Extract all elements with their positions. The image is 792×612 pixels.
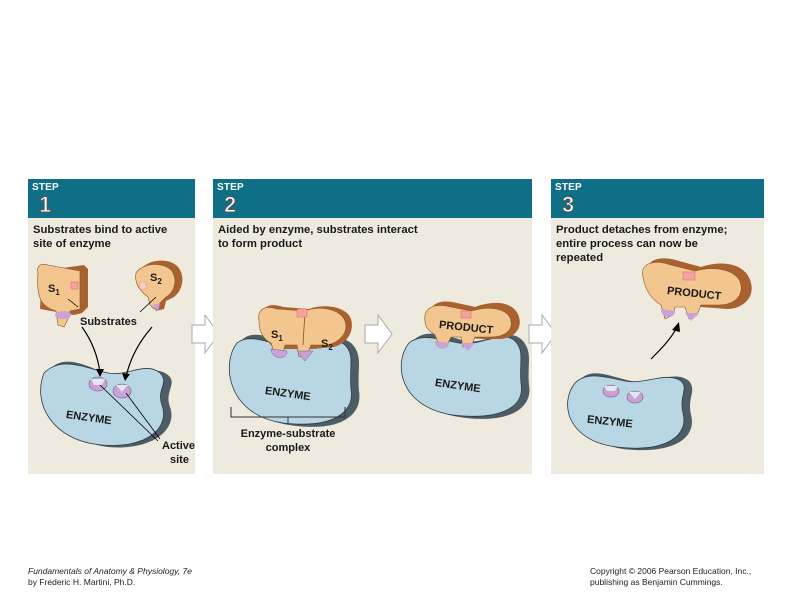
- active-site-2: [626, 390, 644, 404]
- step-3-description: Product detaches from enzyme; entire pro…: [556, 223, 727, 265]
- active-site-label-line2: site: [170, 454, 189, 466]
- active-site-2: [112, 383, 132, 399]
- next-step-arrow-icon: [191, 313, 220, 355]
- product-label: PRODUCT: [438, 319, 494, 337]
- substrate-s1: [37, 263, 88, 328]
- enzyme-shape: [400, 333, 530, 419]
- step-1-number: 1: [38, 192, 52, 218]
- complex-label-line2: complex: [266, 442, 312, 454]
- step-3-desc-line: entire process can now be: [556, 238, 698, 250]
- active-site-1: [602, 384, 620, 398]
- footer-copyright: Copyright © 2006 Pearson Education, Inc.…: [590, 566, 751, 588]
- step-2-desc-line: Aided by enzyme, substrates interact: [218, 224, 418, 236]
- copyright-text: Copyright © 2006 Pearson Education, Inc.…: [590, 566, 752, 576]
- next-step-arrow-icon: [528, 313, 557, 355]
- book-author: by Frederic H. Martini, Ph.D.: [28, 577, 136, 587]
- product-shape: [642, 258, 752, 321]
- s2-label: S2: [321, 338, 333, 352]
- s2-label: S2: [150, 272, 162, 286]
- step-1-illustration: ENZYME S1 S2 Substrates Active site: [37, 260, 195, 466]
- step-3-header: STEP 3: [551, 179, 764, 218]
- product-shape: [424, 301, 520, 351]
- active-site-label-line1: Active: [162, 440, 195, 452]
- step-1-desc-line: Substrates bind to active: [33, 224, 168, 236]
- step-2-header: STEP 2: [213, 179, 532, 218]
- substrate-leader-line: [139, 296, 157, 313]
- enzyme-shape: [567, 373, 693, 451]
- arrowhead-icon: [122, 373, 130, 381]
- step-3-panel: STEP 3 Product detaches from enzyme; ent…: [551, 179, 764, 474]
- footer-book-info: Fundamentals of Anatomy & Physiology, 7e…: [28, 566, 192, 588]
- step-3-illustration: PRODUCT ENZYME: [567, 258, 752, 451]
- step-2-illustration: ENZYME S1 S2 Enzyme-substrate complex EN…: [228, 301, 530, 454]
- active-site-leader-line: [99, 384, 159, 442]
- step-2-description: Aided by enzyme, substrates interact to …: [218, 223, 418, 251]
- step-2-label: STEP: [217, 182, 244, 193]
- step-3-number: 3: [561, 192, 575, 218]
- arrow-icon: [81, 326, 101, 374]
- substrate-complex: [258, 305, 352, 362]
- s1-label: S1: [48, 283, 60, 297]
- product-label: PRODUCT: [666, 285, 722, 303]
- step-3-label: STEP: [555, 182, 582, 193]
- enzyme-shape: [228, 334, 360, 427]
- enzyme-label: ENZYME: [586, 414, 633, 431]
- s1-label: S1: [271, 329, 283, 343]
- active-site-leader-line: [125, 392, 161, 440]
- complex-bracket: [230, 407, 346, 423]
- arrow-icon: [125, 326, 153, 378]
- next-step-arrow-icon: [364, 313, 393, 355]
- step-1-panel: STEP 1 Substrates bind to active site of…: [28, 179, 195, 474]
- complex-label-line1: Enzyme-substrate: [241, 428, 336, 440]
- substrate-s2: [135, 260, 183, 311]
- book-title: Fundamentals of Anatomy & Physiology, 7e: [28, 566, 192, 576]
- step-1-description: Substrates bind to active site of enzyme: [33, 223, 167, 251]
- substrate-leader-line: [67, 298, 79, 308]
- step-3-desc-line: repeated: [556, 252, 604, 264]
- enzyme-shape: [40, 361, 172, 448]
- arrowhead-icon: [672, 322, 680, 332]
- step-3-desc-line: Product detaches from enzyme;: [556, 224, 728, 236]
- step-1-desc-line: site of enzyme: [33, 238, 111, 250]
- substrates-label: Substrates: [80, 316, 137, 328]
- step-1-label: STEP: [32, 182, 59, 193]
- step-2-desc-line: to form product: [218, 238, 303, 250]
- arrowhead-icon: [96, 369, 104, 377]
- publisher-text: publishing as Benjamin Cummings.: [590, 577, 723, 587]
- arrow-icon: [650, 326, 678, 360]
- step-2-number: 2: [223, 192, 237, 218]
- step-1-header: STEP 1: [28, 179, 195, 218]
